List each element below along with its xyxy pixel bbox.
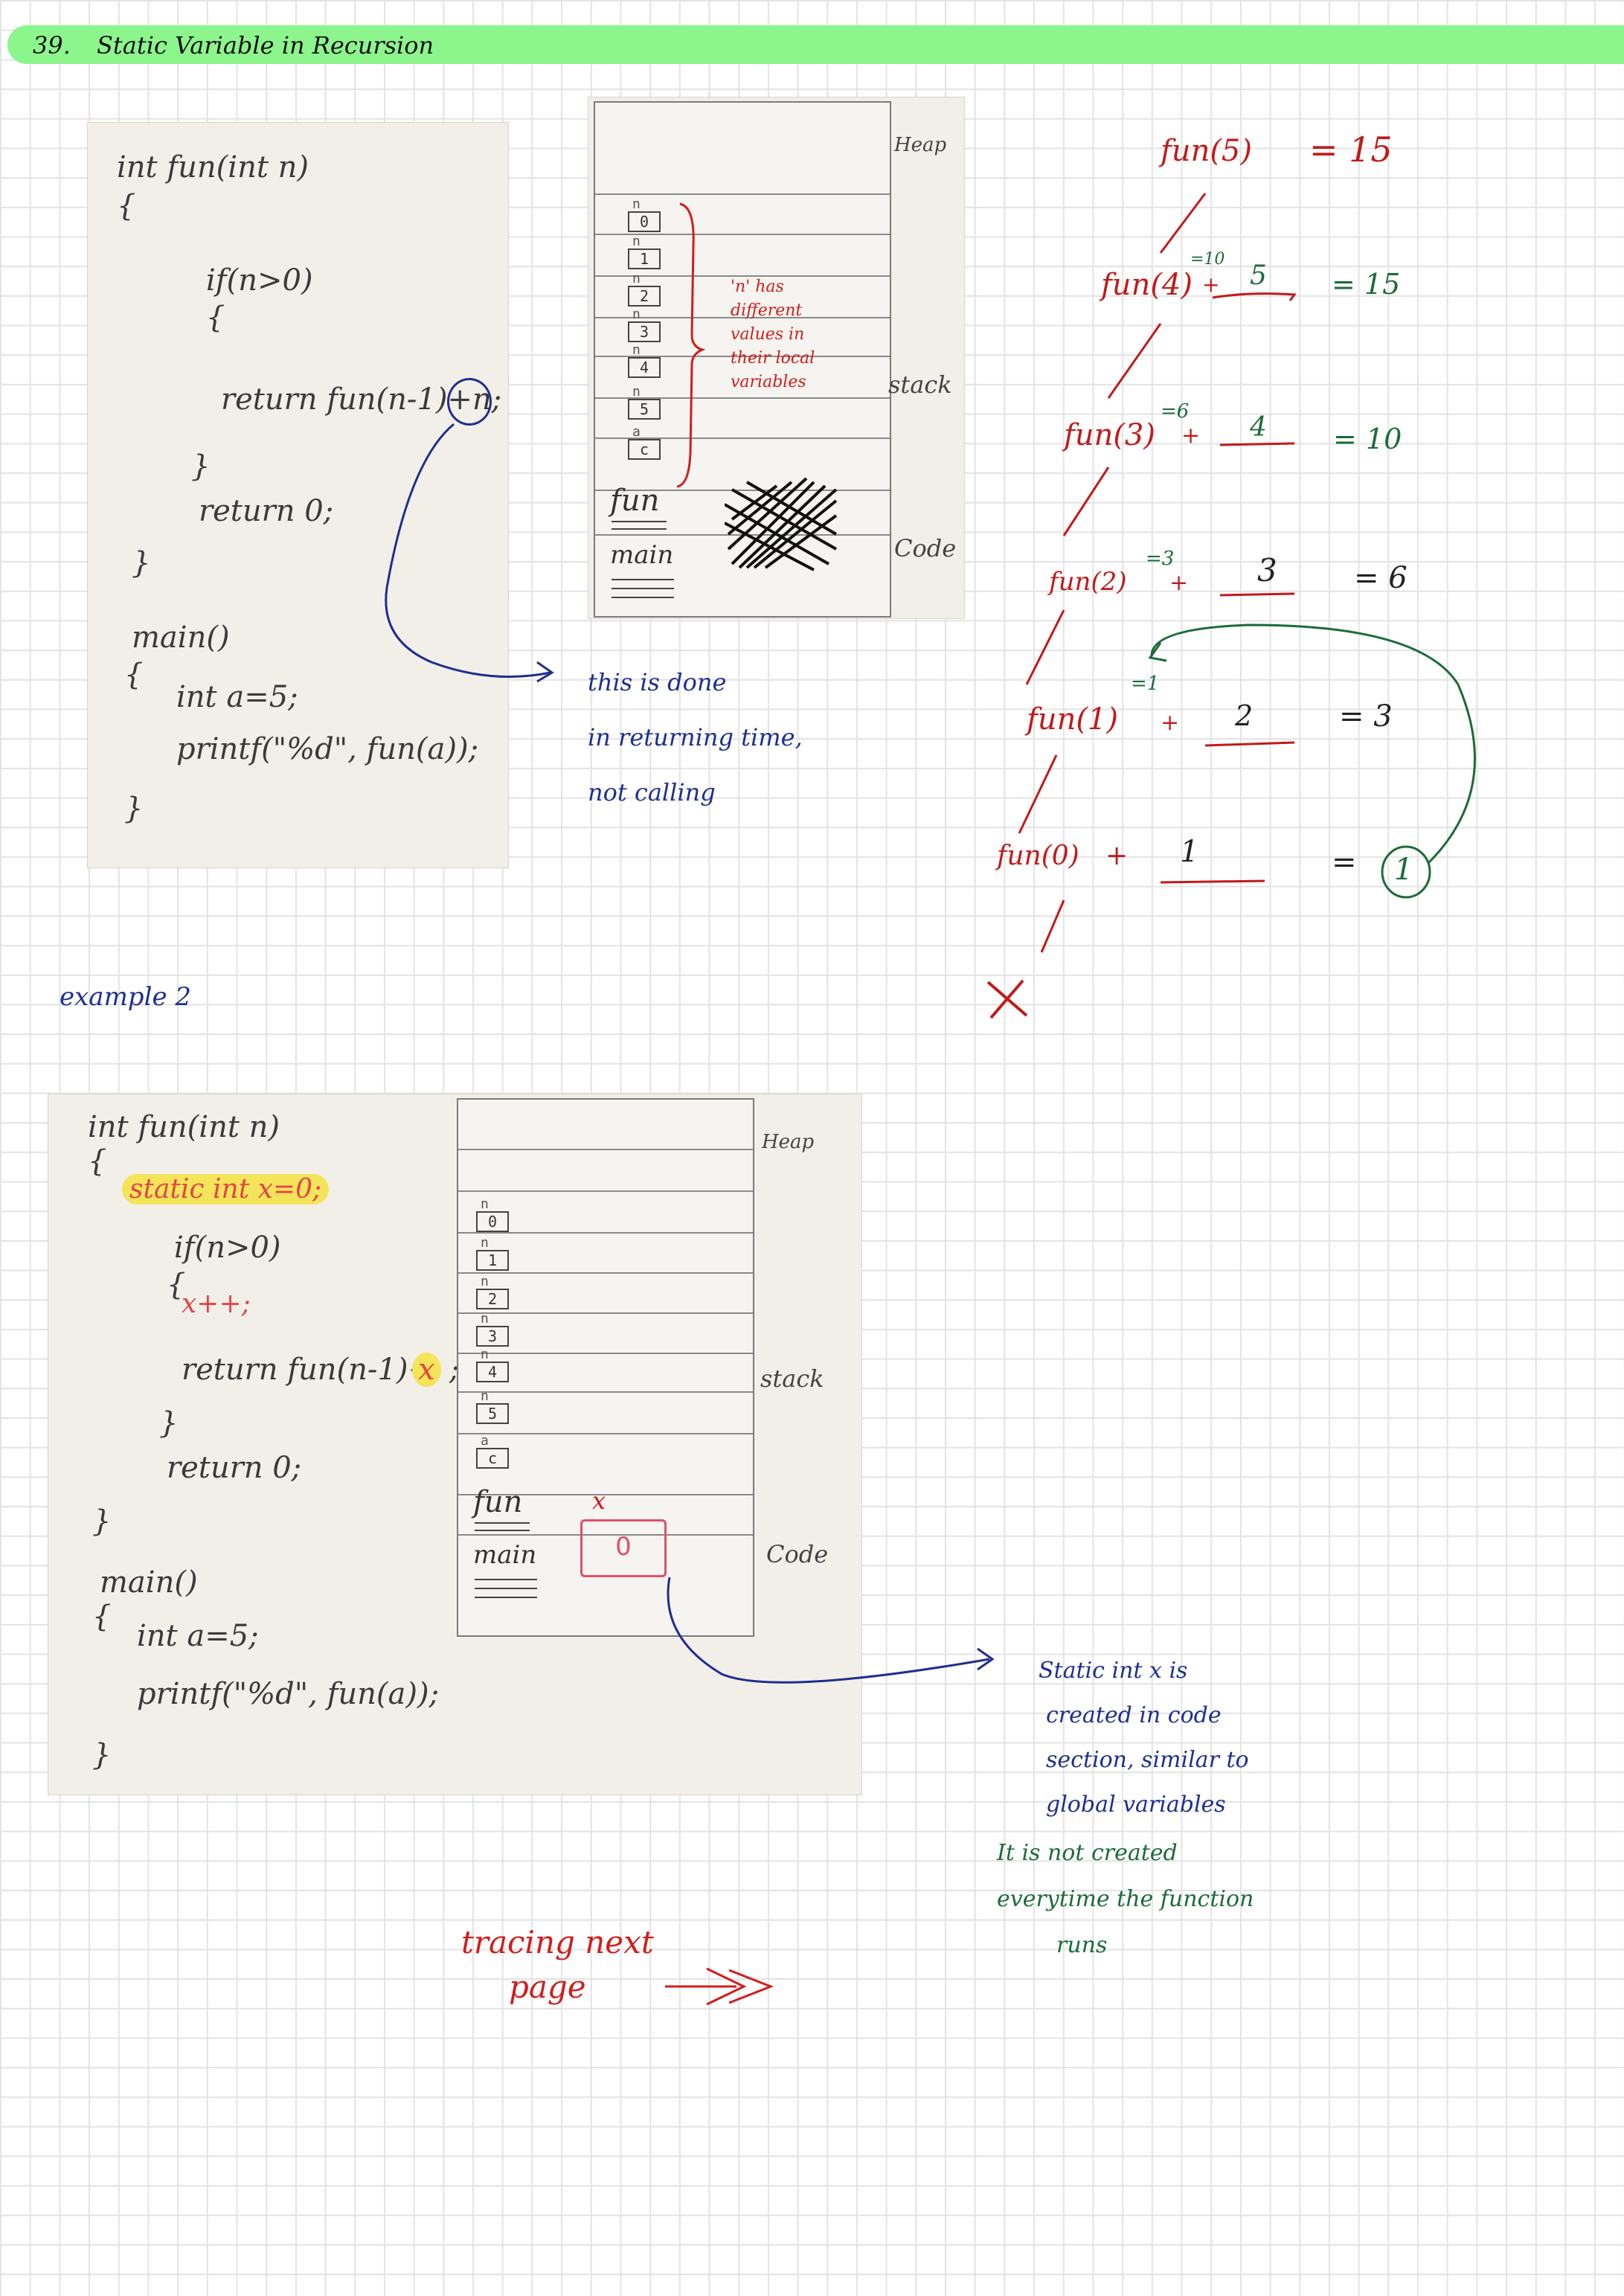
stack-label: stack — [888, 371, 952, 399]
arrow-static-note — [667, 1577, 995, 1684]
stack-cell: 4 — [476, 1362, 509, 1382]
recursion-trace: fun(5) = 15 fun(4) =10 + 5 = 15 fun(3) =… — [982, 119, 1503, 1042]
code-line: { — [88, 1144, 107, 1179]
code-line: { — [117, 189, 136, 223]
code-line: { — [92, 1600, 112, 1634]
heap-label: Heap — [762, 1131, 815, 1153]
circled-result: 1 — [1394, 853, 1413, 887]
brace-mark — [677, 202, 706, 488]
trace-term: 3 — [1257, 552, 1277, 589]
stack-cell: 0 — [628, 211, 661, 232]
code-x-highlight: x — [412, 1353, 441, 1387]
stack-cell: 0 — [476, 1211, 509, 1232]
trace-call: fun(0) — [997, 841, 1079, 871]
tracing-note-page: page — [509, 1969, 586, 2005]
trace-result: = — [1332, 845, 1357, 879]
code-line: return 0; — [199, 494, 334, 528]
code-line: } — [124, 792, 144, 826]
static-note: Static int x is created in code section,… — [1039, 1658, 1249, 1818]
code-line: if(n>0) — [206, 263, 313, 298]
trace-result: = 15 — [1309, 129, 1393, 170]
frame-label-main: main — [610, 540, 674, 570]
stack-cell: c — [628, 439, 661, 460]
returning-note: this is done in returning time, not call… — [588, 668, 803, 807]
page-title: Static Variable in Recursion — [97, 31, 434, 60]
code-line: { — [124, 658, 144, 692]
frame-label-fun: fun — [473, 1485, 523, 1519]
frame-label-main: main — [473, 1540, 537, 1570]
code-line-increment: x++; — [182, 1289, 251, 1319]
next-page-arrow-icon — [665, 1967, 774, 2006]
code-line: int fun(int n) — [88, 1110, 280, 1144]
code-line: int a=5; — [137, 1619, 259, 1653]
code-label: Code — [894, 534, 957, 562]
stack-cell: 1 — [628, 248, 661, 269]
code-line: { — [167, 1268, 186, 1302]
x-label: x — [592, 1487, 606, 1515]
stack-cell: 3 — [628, 321, 661, 342]
code-line: } — [132, 546, 151, 580]
code-line: if(n>0) — [174, 1231, 281, 1265]
not-recreated-note: It is not created everytime the function… — [997, 1840, 1254, 1958]
trace-call: fun(1) — [1027, 702, 1118, 737]
code-line: } — [92, 1504, 112, 1539]
code-line: main() — [100, 1565, 198, 1600]
example2-label: example 2 — [60, 982, 192, 1012]
code-line: int a=5; — [176, 680, 298, 714]
arrow-returning-note — [385, 423, 554, 683]
trace-call: fun(2) — [1049, 567, 1127, 597]
trace-result: = 10 — [1333, 423, 1402, 455]
trace-result: = 6 — [1354, 561, 1408, 595]
code-line: main() — [132, 621, 230, 655]
code-line: } — [191, 449, 211, 484]
trace-term: 2 — [1235, 699, 1254, 732]
static-declaration: static int x=0; — [122, 1174, 330, 1205]
stack-cell: 5 — [628, 399, 661, 420]
code-line: printf("%d", fun(a)); — [137, 1677, 440, 1711]
stack-cell: 5 — [476, 1403, 509, 1424]
trace-term: 4 — [1250, 412, 1267, 443]
code-line: } — [92, 1738, 112, 1772]
stack-cell: 2 — [476, 1289, 509, 1309]
stack-label: stack — [760, 1365, 824, 1393]
memory-diagram: n 0 n 1 n 2 n 3 n 4 n 5 a c fun main — [594, 101, 891, 618]
heap-label: Heap — [894, 134, 947, 156]
code-line: return 0; — [167, 1451, 302, 1485]
trace-result: = 3 — [1339, 699, 1393, 734]
circle-mark — [447, 378, 492, 426]
code-label: Code — [766, 1540, 829, 1568]
stack-cell: 3 — [476, 1326, 509, 1347]
code-line: printf("%d", fun(a)); — [176, 732, 479, 766]
example2-photo: int fun(int n) { static int x=0; if(n>0)… — [48, 1094, 862, 1795]
stack-cell: 2 — [628, 286, 661, 307]
brace-note: 'n' has different values in their local … — [731, 278, 815, 391]
trace-call: fun(3) — [1064, 418, 1155, 452]
frame-label-fun: fun — [610, 484, 660, 518]
tracing-note: tracing next — [461, 1924, 654, 1960]
static-x-box: 0 — [580, 1519, 667, 1577]
trace-call: fun(4) — [1101, 268, 1193, 302]
code-line: int fun(int n) — [117, 150, 309, 185]
stack-cell: 4 — [628, 357, 661, 378]
code-line: return fun(n-1)+ — [182, 1353, 434, 1387]
memory-diagram: n 0 n 1 n 2 n 3 n 4 n 5 a c fun main x 0 — [457, 1098, 754, 1637]
scribble-mark — [725, 477, 838, 571]
code-line: { — [206, 301, 225, 335]
static-x-value: 0 — [615, 1532, 632, 1562]
example1-code-photo: int fun(int n) { if(n>0) { return fun(n-… — [87, 122, 509, 868]
trace-term: 5 — [1250, 260, 1267, 291]
stack-cell: c — [476, 1448, 509, 1469]
example1-memory-photo: n 0 n 1 n 2 n 3 n 4 n 5 a c fun main — [588, 97, 965, 619]
trace-term: 1 — [1180, 835, 1199, 869]
code-line: } — [159, 1406, 179, 1440]
trace-call: fun(5) — [1161, 134, 1252, 168]
title-bar: 39. Static Variable in Recursion — [7, 25, 1624, 64]
trace-result: = 15 — [1332, 268, 1401, 301]
stack-cell: 1 — [476, 1250, 509, 1271]
title-number: 39. — [33, 31, 71, 60]
